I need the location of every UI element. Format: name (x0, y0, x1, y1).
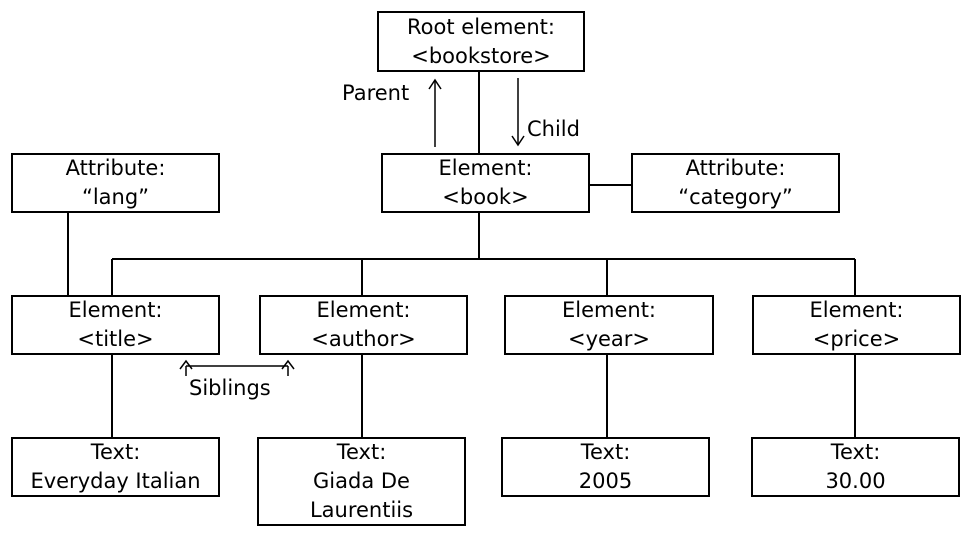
node-value-label: <year> (567, 327, 651, 351)
node-type-label: Text: (830, 440, 881, 464)
book-element-node: Element: <book> (381, 153, 590, 213)
year-element-node: Element: <year> (504, 295, 714, 355)
node-value-label: Laurentiis (309, 498, 414, 522)
node-value-label: 30.00 (825, 469, 886, 493)
node-value-label: “lang” (81, 185, 150, 209)
node-value-label: Everyday Italian (30, 469, 201, 493)
node-value-label: “category” (678, 185, 793, 209)
node-type-label: Attribute: (65, 156, 166, 180)
siblings-label: Siblings (189, 376, 271, 400)
parent-arrow-icon (428, 78, 442, 147)
child-arrow-icon (511, 78, 525, 147)
node-type-label: Attribute: (685, 156, 786, 180)
author-text-node: Text: Giada De Laurentiis (257, 437, 466, 526)
node-type-label: Element: (809, 298, 904, 322)
price-text-node: Text: 30.00 (751, 437, 960, 497)
node-value-label: <book> (442, 185, 529, 209)
node-type-label: Element: (561, 298, 657, 322)
title-element-node: Element: <title> (11, 295, 220, 355)
node-value-label: Giada De (313, 469, 410, 493)
category-attribute-node: Attribute: “category” (631, 153, 840, 213)
node-type-label: Text: (90, 440, 141, 464)
node-type-label: Element: (438, 156, 533, 180)
node-type-label: Element: (316, 298, 411, 322)
lang-attribute-node: Attribute: “lang” (11, 153, 220, 213)
year-text-node: Text: 2005 (501, 437, 710, 497)
siblings-arrow-icon (179, 359, 295, 376)
price-element-node: Element: <price> (752, 295, 961, 355)
node-value-label: 2005 (578, 469, 633, 493)
node-type-label: Text: (580, 440, 631, 464)
child-label: Child (527, 117, 580, 141)
node-value-label: <author> (311, 327, 416, 351)
node-type-label: Element: (68, 298, 163, 322)
node-type-label: Text: (336, 440, 387, 464)
root-element-node: Root element: <bookstore> (377, 11, 585, 72)
node-type-label: Root element: (407, 14, 555, 39)
author-element-node: Element: <author> (259, 295, 468, 355)
parent-label: Parent (342, 81, 410, 105)
node-value-label: <title> (77, 327, 154, 351)
title-text-node: Text: Everyday Italian (11, 437, 220, 497)
node-value-label: <price> (812, 327, 901, 351)
node-value-label: <bookstore> (411, 43, 551, 68)
